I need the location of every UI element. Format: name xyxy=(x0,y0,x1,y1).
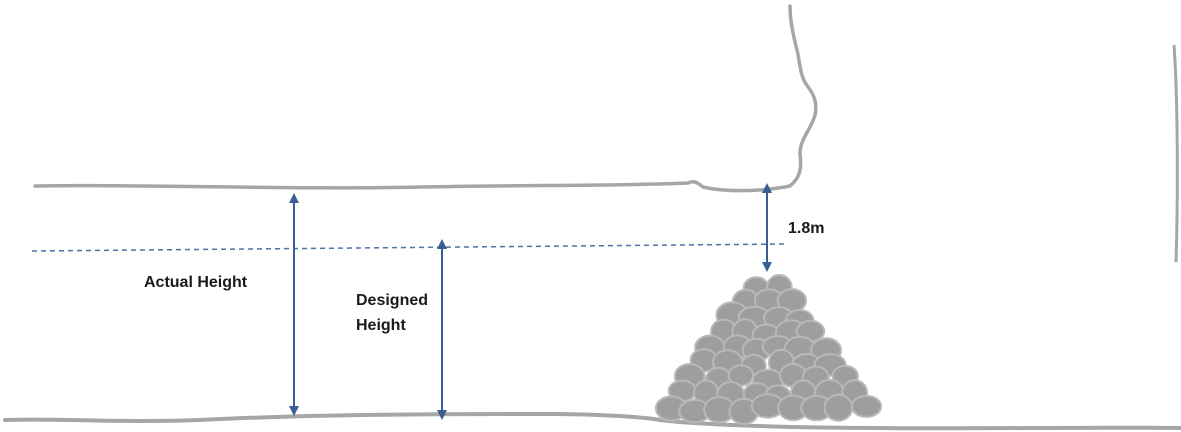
right-wall-line xyxy=(1172,44,1179,263)
clearance-label: 1.8m xyxy=(788,220,825,237)
rock-pile xyxy=(654,274,883,425)
actual-height-label: Actual Height xyxy=(144,274,248,291)
designed-height-label-line1: Designed xyxy=(356,292,429,309)
rock xyxy=(823,393,854,422)
designed-height-label-line2: Height xyxy=(356,317,406,334)
floor-line xyxy=(3,411,1181,431)
designed-height-label: Designed Height xyxy=(356,288,428,338)
rock xyxy=(850,394,883,418)
designed-height-dashed-line xyxy=(31,243,789,252)
roof-line xyxy=(33,4,818,193)
